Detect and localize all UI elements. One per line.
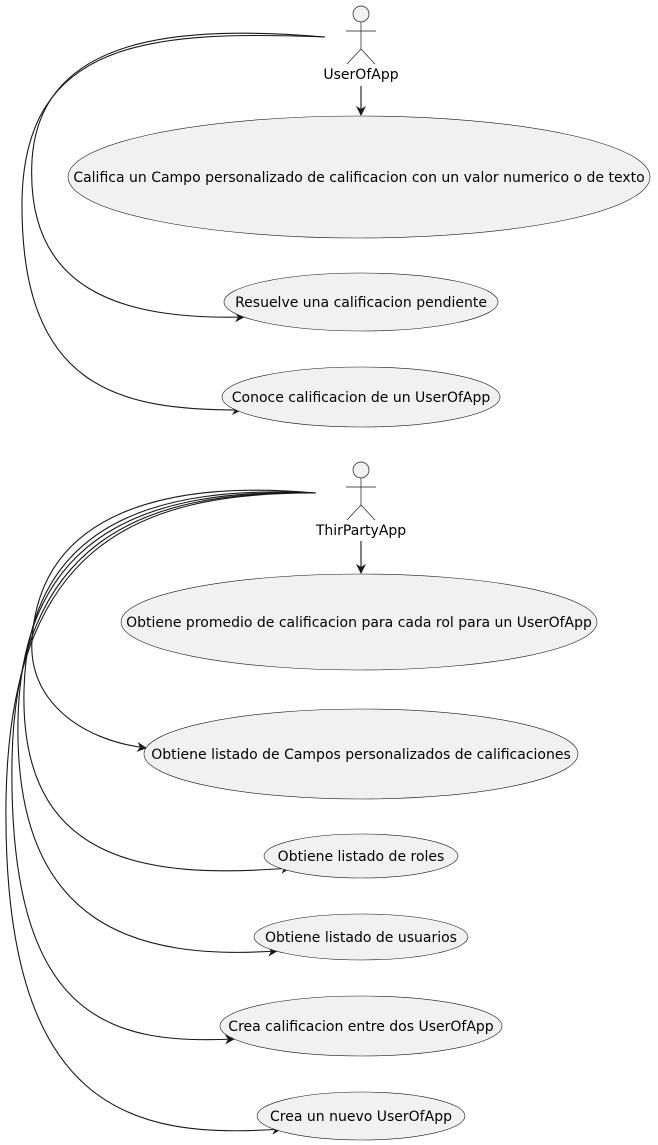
usecase-conoce-calificacion-label: Conoce calificacion de un UserOfApp xyxy=(232,390,491,406)
usecase-conoce-calificacion[interactable]: Conoce calificacion de un UserOfApp xyxy=(221,366,501,428)
edge-thirpartyapp-uc5 xyxy=(11,492,317,1045)
usecase-crea-usuario[interactable]: Crea un nuevo UserOfApp xyxy=(256,1091,466,1141)
usecase-obtiene-usuarios-label: Obtiene listado de usuarios xyxy=(265,930,457,946)
usecase-obtiene-campos[interactable]: Obtiene listado de Campos personalizados… xyxy=(143,708,579,800)
usecase-crea-calificacion-label: Crea calificacion entre dos UserOfApp xyxy=(228,1019,493,1035)
usecase-califica-campo[interactable]: Califica un Campo personalizado de calif… xyxy=(67,115,651,239)
usecase-resuelve-calificacion-label: Resuelve una calificacion pendiente xyxy=(235,295,487,311)
actor-userofapp-label: UserOfApp xyxy=(323,67,398,83)
edge-thirpartyapp-uc4 xyxy=(17,492,317,957)
usecase-califica-campo-label: Califica un Campo personalizado de calif… xyxy=(73,170,644,186)
edge-userofapp-uc2 xyxy=(31,32,326,323)
actor-userofapp[interactable]: UserOfApp xyxy=(323,5,399,83)
actor-userofapp-head xyxy=(352,5,370,23)
usecase-obtiene-promedio[interactable]: Obtiene promedio de calificacion para ca… xyxy=(120,573,598,671)
edge-thirpartyapp-uc3 xyxy=(23,491,317,874)
usecase-resuelve-calificacion[interactable]: Resuelve una calificacion pendiente xyxy=(223,272,499,332)
edge-thirpartyapp-uc6 xyxy=(5,492,317,1135)
usecase-crea-usuario-label: Crea un nuevo UserOfApp xyxy=(270,1109,452,1125)
actor-thirpartyapp-head xyxy=(352,461,370,479)
usecase-obtiene-usuarios[interactable]: Obtiene listado de usuarios xyxy=(253,913,469,961)
usecase-obtiene-promedio-label: Obtiene promedio de calificacion para ca… xyxy=(126,615,592,631)
usecase-obtiene-roles-label: Obtiene listado de roles xyxy=(278,849,445,865)
edge-userofapp-uc3 xyxy=(21,34,326,415)
edge-thirpartyapp-uc2 xyxy=(31,489,317,752)
actor-thirpartyapp[interactable]: ThirPartyApp xyxy=(315,461,406,539)
usecase-obtiene-roles[interactable]: Obtiene listado de roles xyxy=(263,833,459,879)
usecase-crea-calificacion[interactable]: Crea calificacion entre dos UserOfApp xyxy=(219,995,503,1057)
usecase-obtiene-campos-label: Obtiene listado de Campos personalizados… xyxy=(151,747,571,763)
actor-thirpartyapp-label: ThirPartyApp xyxy=(315,523,406,539)
